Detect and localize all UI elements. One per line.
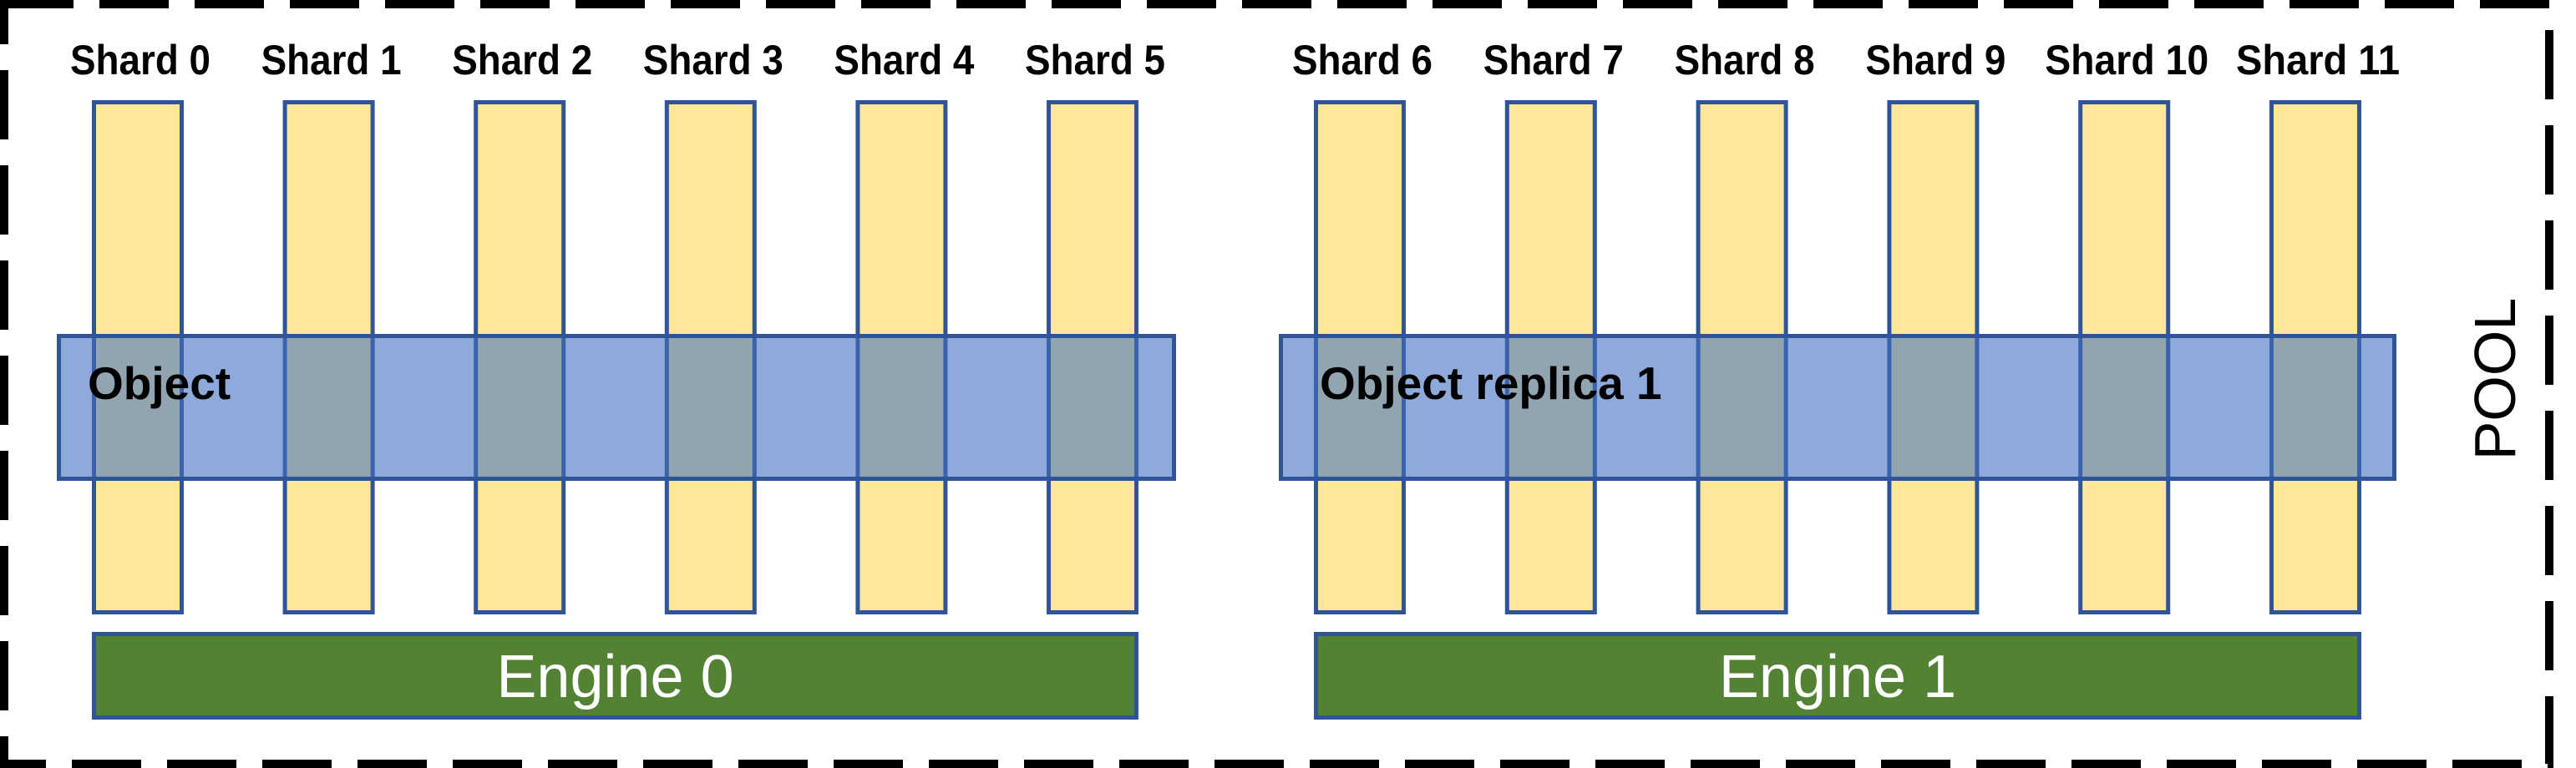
shard-object-overlap <box>668 338 753 477</box>
shard-label: Shard 8 <box>1675 37 1815 83</box>
shard-label: Shard 7 <box>1483 37 1624 83</box>
shard-edge-line <box>1783 338 1788 477</box>
shard-edge-line <box>2269 338 2274 477</box>
shard-object-overlap <box>478 338 562 477</box>
shard-edge-line <box>664 338 669 477</box>
engine-label: Engine 1 <box>1719 644 1956 710</box>
shard-edge-line <box>180 338 184 477</box>
shard-label: Shard 11 <box>2236 37 2400 83</box>
shard-edge-line <box>1402 338 1406 477</box>
shard-group: Shard 0 Shard 1 Shard 2 Shard 3 Shard 4 Shard… <box>57 37 1176 720</box>
shard-object-overlap <box>2082 338 2167 477</box>
shard-edge-line <box>1314 338 1318 477</box>
shard-label: Shard 1 <box>261 37 402 83</box>
shard-object-overlap <box>1700 338 1784 477</box>
shard-object-overlap <box>860 338 944 477</box>
shard-label: Shard 3 <box>643 37 783 83</box>
shard-edge-line <box>1975 338 1980 477</box>
shard-label: Shard 5 <box>1025 37 1165 83</box>
shard-object-overlap <box>2274 338 2357 477</box>
object-band <box>1279 334 2396 481</box>
shard-edge-line <box>282 338 287 477</box>
shard-edge-line <box>370 338 375 477</box>
shard-object-overlap <box>1891 338 1975 477</box>
shard-label: Shard 4 <box>834 37 974 83</box>
object-label: Object replica 1 <box>1320 357 1662 409</box>
shard-object-overlap <box>287 338 371 477</box>
shard-object-overlap <box>96 338 180 477</box>
shard-edge-line <box>2357 338 2361 477</box>
shard-edge-line <box>92 338 96 477</box>
engine-box <box>1314 632 2361 720</box>
shard-label: Shard 0 <box>70 37 210 83</box>
shard-label: Shard 10 <box>2045 37 2208 83</box>
shard-edge-line <box>1887 338 1892 477</box>
shard-label: Shard 6 <box>1292 37 1433 83</box>
shard-edge-line <box>2078 338 2083 477</box>
shard-groups: Shard 0 Shard 1 Shard 2 Shard 3 Shard 4 Shard… <box>57 37 2400 720</box>
shard-object-overlap <box>1509 338 1593 477</box>
shard-edge-line <box>1504 338 1509 477</box>
engine-label: Engine 0 <box>496 644 733 710</box>
shard-edge-line <box>474 338 479 477</box>
shard-group: Shard 6 Shard 7 Shard 8 Shard 9 Shard 10 Shar… <box>1279 37 2400 720</box>
engine-box <box>92 632 1138 720</box>
shard-edge-line <box>1134 338 1138 477</box>
shard-edge-line <box>561 338 566 477</box>
shard-label: Shard 2 <box>452 37 592 83</box>
object-label: Object <box>88 357 231 409</box>
object-band <box>57 334 1176 481</box>
pool-label: POOL <box>2462 298 2528 461</box>
shard-edge-line <box>855 338 860 477</box>
shard-edge-line <box>1047 338 1051 477</box>
shard-label: Shard 9 <box>1865 37 2006 83</box>
shard-object-overlap <box>1051 338 1134 477</box>
shard-object-overlap <box>1318 338 1402 477</box>
shard-edge-line <box>752 338 757 477</box>
shard-edge-line <box>943 338 948 477</box>
shard-edge-line <box>1696 338 1701 477</box>
shard-edge-line <box>2166 338 2171 477</box>
shard-edge-line <box>1592 338 1597 477</box>
